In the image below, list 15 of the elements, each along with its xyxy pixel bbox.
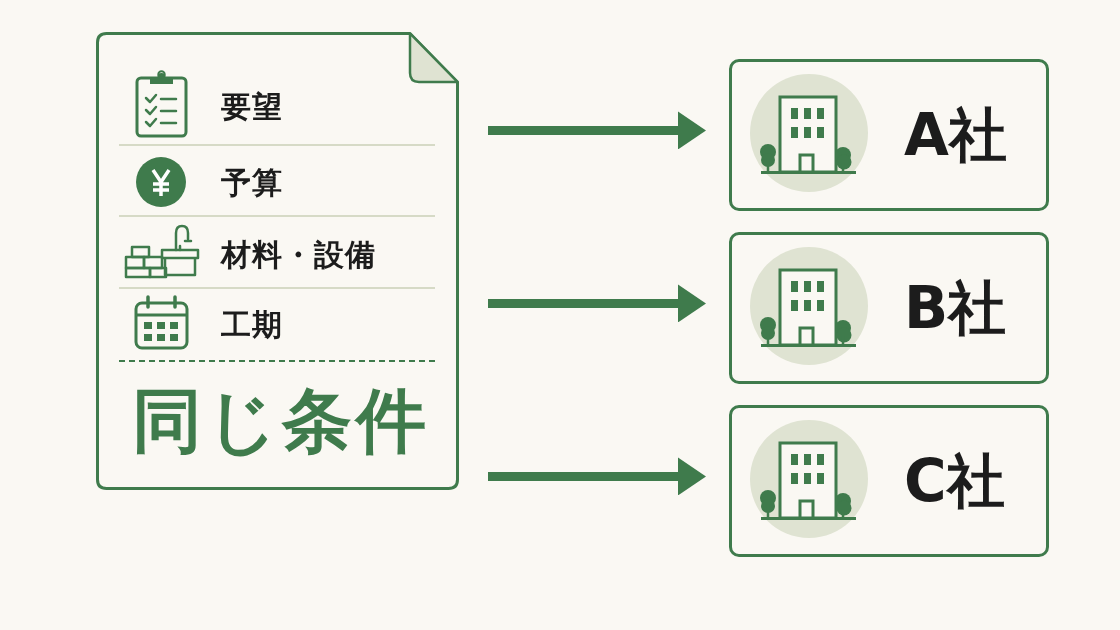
item-label: 材料・設備 bbox=[221, 237, 376, 273]
arrow bbox=[488, 284, 706, 323]
item-label: 要望 bbox=[221, 89, 283, 125]
company-name: A社 bbox=[904, 101, 1007, 169]
company-box bbox=[729, 405, 1049, 557]
document-sheet bbox=[96, 32, 459, 490]
company-box bbox=[729, 59, 1049, 211]
company-box bbox=[729, 232, 1049, 384]
arrow bbox=[488, 457, 706, 496]
company-name: C社 bbox=[904, 447, 1005, 515]
company-name: B社 bbox=[904, 274, 1007, 342]
item-label: 予算 bbox=[221, 165, 283, 201]
item-label: 工期 bbox=[221, 307, 283, 343]
heading-text: 同じ条件 bbox=[132, 380, 430, 462]
arrow bbox=[488, 111, 706, 150]
